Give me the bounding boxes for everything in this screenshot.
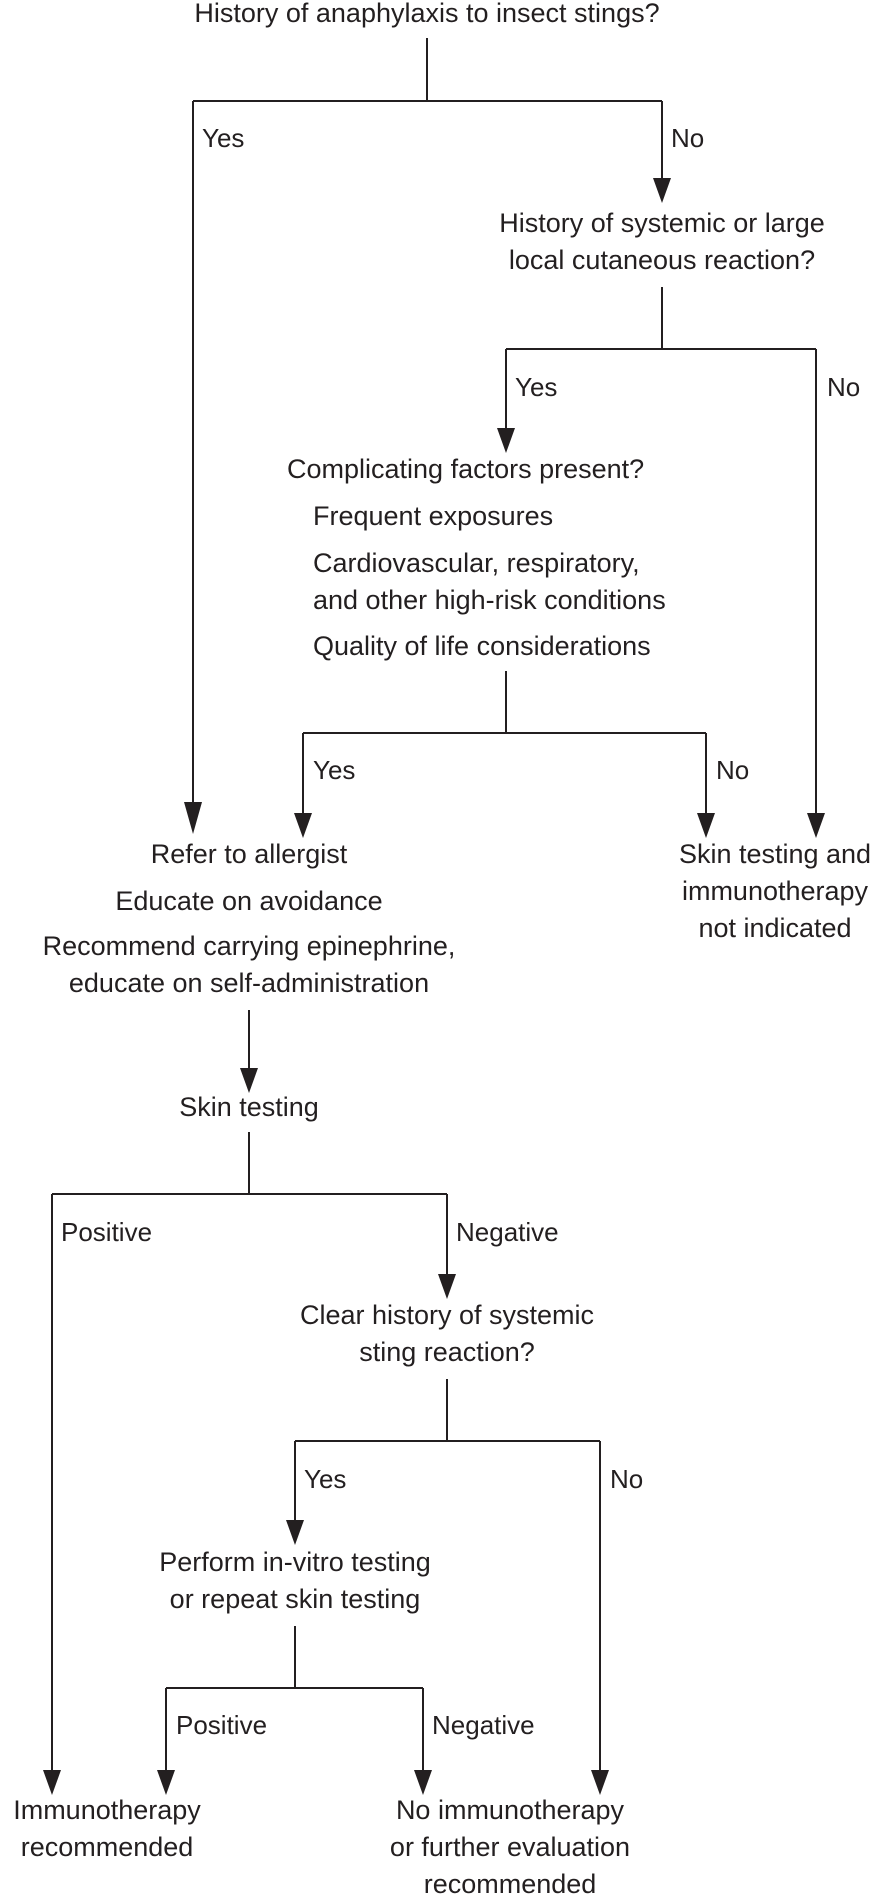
node-recommend-epinephrine: Recommend carrying epinephrine, educate o… <box>43 931 456 998</box>
node-line: not indicated <box>698 913 851 943</box>
node-line: No immunotherapy <box>396 1795 625 1825</box>
edge-label-skin-negative: Negative <box>456 1217 559 1247</box>
node-line: Complicating factors present? <box>287 454 644 484</box>
node-line: History of systemic or large <box>499 208 825 238</box>
node-line: Clear history of systemic <box>300 1300 594 1330</box>
node-line: Immunotherapy <box>13 1795 201 1825</box>
node-factor-frequent: Frequent exposures <box>313 501 553 531</box>
node-line: Frequent exposures <box>313 501 553 531</box>
node-clear-history-question: Clear history of systemic sting reaction? <box>300 1300 594 1367</box>
arrowhead-icon <box>697 813 715 838</box>
edge-label-invitro-positive: Positive <box>176 1710 267 1740</box>
node-line: Skin testing <box>179 1092 319 1122</box>
edge-labels: Yes No Yes No Yes No Positive Negative Y… <box>61 123 860 1740</box>
node-line: local cutaneous reaction? <box>509 245 815 275</box>
node-line: Educate on avoidance <box>115 886 382 916</box>
node-line: Skin testing and <box>679 839 871 869</box>
arrowhead-icon <box>157 1770 175 1795</box>
node-line: History of anaphylaxis to insect stings? <box>194 0 659 28</box>
arrowhead-icon <box>184 802 202 834</box>
node-educate-avoidance: Educate on avoidance <box>115 886 382 916</box>
arrowhead-icon <box>240 1068 258 1093</box>
node-not-indicated: Skin testing and immunotherapy not indicat… <box>679 839 871 943</box>
node-line: immunotherapy <box>682 876 869 906</box>
node-invitro-testing: Perform in-vitro testing or repeat skin t… <box>159 1547 431 1614</box>
arrowhead-icon <box>591 1770 609 1795</box>
node-anaphylaxis-question: History of anaphylaxis to insect stings? <box>194 0 659 28</box>
edge-label-clear-no: No <box>610 1464 643 1494</box>
node-skin-testing: Skin testing <box>179 1092 319 1122</box>
node-systemic-question: History of systemic or large local cutane… <box>499 208 825 275</box>
edge-label-invitro-negative: Negative <box>432 1710 535 1740</box>
arrowhead-icon <box>497 428 515 453</box>
edge-label-anaphylaxis-no: No <box>671 123 704 153</box>
arrowhead-icon <box>438 1274 456 1299</box>
node-line: recommended <box>21 1832 194 1862</box>
edge-label-skin-positive: Positive <box>61 1217 152 1247</box>
arrowhead-icon <box>294 813 312 838</box>
node-line: sting reaction? <box>359 1337 535 1367</box>
edge-label-complicating-yes: Yes <box>313 755 355 785</box>
node-no-immunotherapy: No immunotherapy or further evaluation rec… <box>390 1795 630 1894</box>
edge-label-systemic-no: No <box>827 372 860 402</box>
node-line: Refer to allergist <box>151 839 348 869</box>
node-line: Cardiovascular, respiratory, <box>313 548 640 578</box>
nodes: History of anaphylaxis to insect stings?… <box>13 0 871 1894</box>
node-line: Recommend carrying epinephrine, <box>43 931 456 961</box>
node-line: Perform in-vitro testing <box>159 1547 431 1577</box>
arrowhead-icon <box>414 1770 432 1795</box>
node-factor-quality: Quality of life considerations <box>313 631 651 661</box>
node-factor-cardio: Cardiovascular, respiratory, and other hi… <box>313 548 666 615</box>
arrowhead-icon <box>807 813 825 838</box>
node-line: or repeat skin testing <box>170 1584 421 1614</box>
edge-label-clear-yes: Yes <box>304 1464 346 1494</box>
arrowhead-icon <box>286 1520 304 1545</box>
node-line: recommended <box>424 1869 597 1894</box>
node-refer-allergist: Refer to allergist <box>151 839 348 869</box>
node-line: Quality of life considerations <box>313 631 651 661</box>
node-immunotherapy-recommended: Immunotherapy recommended <box>13 1795 201 1862</box>
node-complicating-question: Complicating factors present? <box>287 454 644 484</box>
edge-label-anaphylaxis-yes: Yes <box>202 123 244 153</box>
node-line: or further evaluation <box>390 1832 630 1862</box>
arrowhead-icon <box>43 1770 61 1795</box>
edge-label-systemic-yes: Yes <box>515 372 557 402</box>
node-line: and other high-risk conditions <box>313 585 666 615</box>
arrowheads <box>43 178 825 1795</box>
node-line: educate on self-administration <box>69 968 429 998</box>
edge-label-complicating-no: No <box>716 755 749 785</box>
arrowhead-icon <box>653 178 671 203</box>
connectors <box>51 38 817 1772</box>
